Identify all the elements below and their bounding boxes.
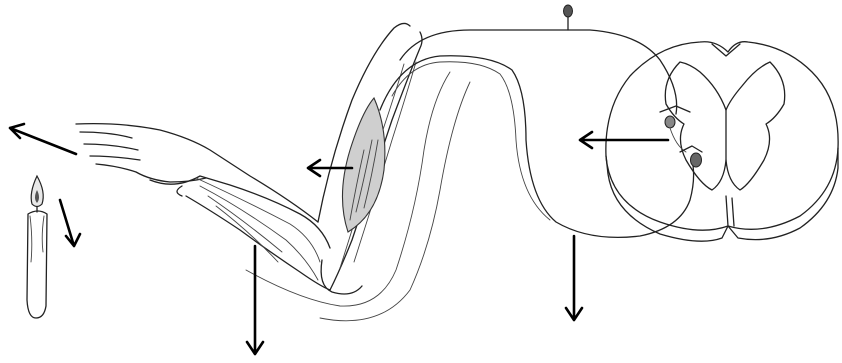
- forearm-outline: [150, 176, 330, 290]
- biceps-muscle: [342, 98, 384, 232]
- arrows: [10, 124, 668, 354]
- sensory-neuron-fiber: [400, 30, 677, 114]
- candle: [27, 176, 47, 318]
- anterior-fissure: [726, 196, 734, 226]
- arrow-candle-heat: [60, 200, 80, 246]
- biceps-body: [342, 98, 384, 232]
- nerve-pathways: [380, 5, 694, 237]
- sensory-synapse: [660, 106, 690, 112]
- arrow-spinal-cord: [580, 132, 668, 148]
- grey-matter-right: [726, 62, 785, 190]
- hand-outline: [76, 124, 318, 222]
- dorsal-root-ganglion: [564, 5, 573, 17]
- motor-neuron-cell-body: [691, 153, 702, 167]
- arm: [76, 23, 470, 320]
- forearm-bones: [196, 178, 320, 280]
- candle-drip: [30, 216, 44, 262]
- candle-body: [27, 211, 47, 318]
- arrow-forearm-down: [247, 246, 263, 354]
- motor-synapse: [680, 146, 702, 152]
- spinal-cord-section: [606, 42, 838, 241]
- spinal-cord-outline: [606, 42, 838, 230]
- interneuron-cell-body: [665, 116, 675, 128]
- arrow-nerve-down: [566, 236, 582, 320]
- arrow-hand-withdrawal: [10, 124, 76, 154]
- motor-neuron-fiber: [380, 56, 694, 238]
- interneuron-fiber: [670, 128, 686, 152]
- grey-matter-left: [665, 62, 726, 190]
